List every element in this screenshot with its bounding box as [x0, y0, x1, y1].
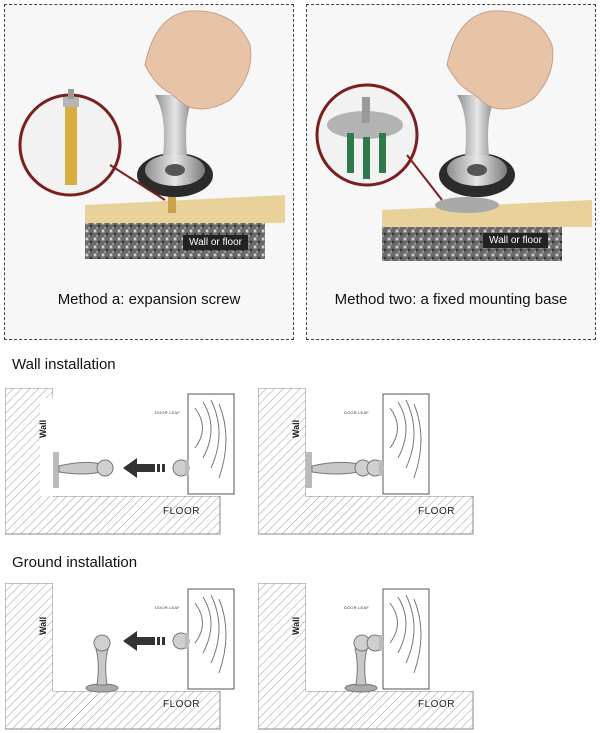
door-leaf — [187, 393, 235, 495]
wall-label: Wall — [291, 419, 301, 438]
stopper-icon — [95, 648, 109, 686]
wall-label: Wall — [38, 616, 48, 635]
door-leaf-label: DOOR LEAF — [344, 605, 369, 610]
stopper-icon — [311, 461, 359, 475]
method-b-panel: Wall or floor Method two: a fixed mounti… — [306, 4, 596, 340]
floor-label: FLOOR — [163, 699, 200, 710]
ground-install-before-diagram: Wall FLOOR DOOR LEAF — [5, 583, 235, 733]
door-leaf-label: DOOR LEAF — [155, 410, 180, 415]
arrow-left-icon — [123, 631, 155, 651]
ground-install-after-diagram: Wall FLOOR DOOR LEAF — [258, 583, 488, 733]
method-b-illustration — [315, 10, 592, 261]
floor-label: FLOOR — [418, 699, 455, 710]
door-leaf-label: DOOR LEAF — [344, 410, 369, 415]
door-leaf-label: DOOR LEAF — [155, 605, 180, 610]
sand-surface — [382, 200, 592, 227]
anchor-post-icon — [347, 133, 354, 173]
hand-icon — [144, 10, 252, 110]
door-leaf — [187, 588, 235, 690]
ground-installation-title: Ground installation — [12, 554, 138, 571]
method-a-caption: Method a: expansion screw — [57, 291, 241, 308]
expansion-screw-icon — [65, 105, 77, 185]
wall-label: Wall — [291, 616, 301, 635]
stopper-mount-plate — [53, 452, 59, 488]
hand-icon — [446, 10, 554, 110]
floor-label: FLOOR — [418, 506, 455, 517]
method-a-illustration — [18, 10, 285, 259]
sand-surface — [85, 195, 285, 223]
door-leaf — [382, 588, 430, 690]
wall-install-after-diagram: Wall FLOOR DOOR LEAF — [258, 388, 488, 538]
wall-install-before-diagram: Wall FLOOR DOOR LEAF — [5, 388, 235, 538]
floor-label: FLOOR — [163, 506, 200, 517]
stopper-stem — [155, 95, 195, 155]
wall-installation-title: Wall installation — [12, 356, 116, 373]
screw-icon — [168, 187, 176, 213]
mounting-base-plate — [435, 197, 499, 213]
wall-label: Wall — [38, 419, 48, 438]
stopper-stem — [457, 95, 497, 155]
door-leaf — [382, 393, 430, 495]
stopper-icon — [354, 648, 368, 686]
method-a-panel: Wall or floor Method a: expansion screw — [4, 4, 294, 340]
surface-label: Wall or floor — [183, 235, 248, 250]
arrow-left-icon — [123, 458, 155, 478]
mounting-plate-icon — [327, 111, 403, 139]
surface-label: Wall or floor — [483, 233, 548, 248]
method-b-caption: Method two: a fixed mounting base — [334, 291, 568, 308]
